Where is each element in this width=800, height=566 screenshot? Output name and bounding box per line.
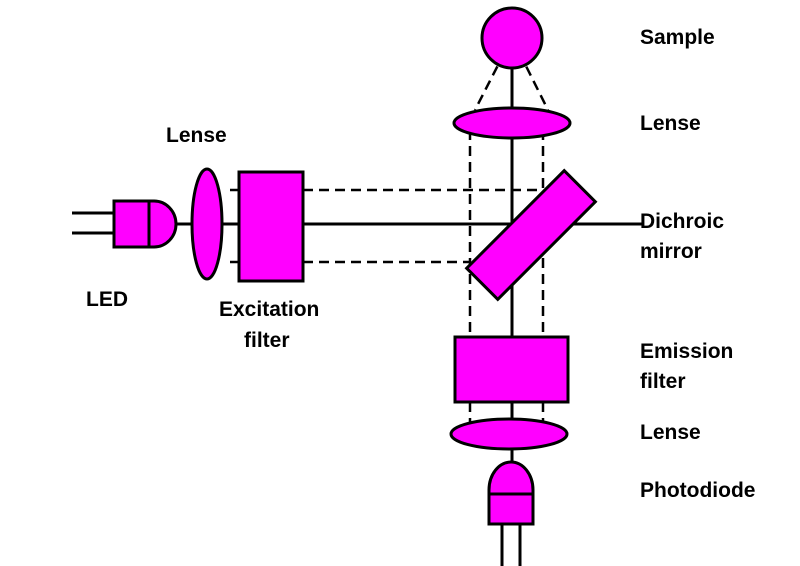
dichroic-label-line2: mirror [640,240,702,263]
bottom-lense-shape [449,417,569,451]
photodiode-label: Photodiode [640,479,755,502]
sample-cone-right [510,37,550,111]
sample-cone-left [473,37,514,111]
labels: Sample Lense Dichroic mirror Emission fi… [86,26,755,502]
led-label: LED [86,288,128,311]
dichroic-label-line1: Dichroic [640,210,724,233]
emission-filter-shape [453,335,570,404]
emission-label-line1: Emission [640,340,733,363]
sample-shape [480,6,544,70]
left-lense-shape [190,167,224,281]
dichroic-mirror-shape [464,168,598,302]
components [112,6,598,526]
top-lense-shape [452,106,572,140]
excitation-label-line2: filter [244,329,290,352]
top-lense-label: Lense [640,112,701,135]
excitation-filter-shape [237,170,305,283]
excitation-label-line1: Excitation [219,298,319,321]
led-shape [112,199,178,249]
left-lense-label: Lense [166,124,227,147]
emission-label-line2: filter [640,370,686,393]
bottom-lense-label: Lense [640,421,701,444]
sample-label: Sample [640,26,715,49]
